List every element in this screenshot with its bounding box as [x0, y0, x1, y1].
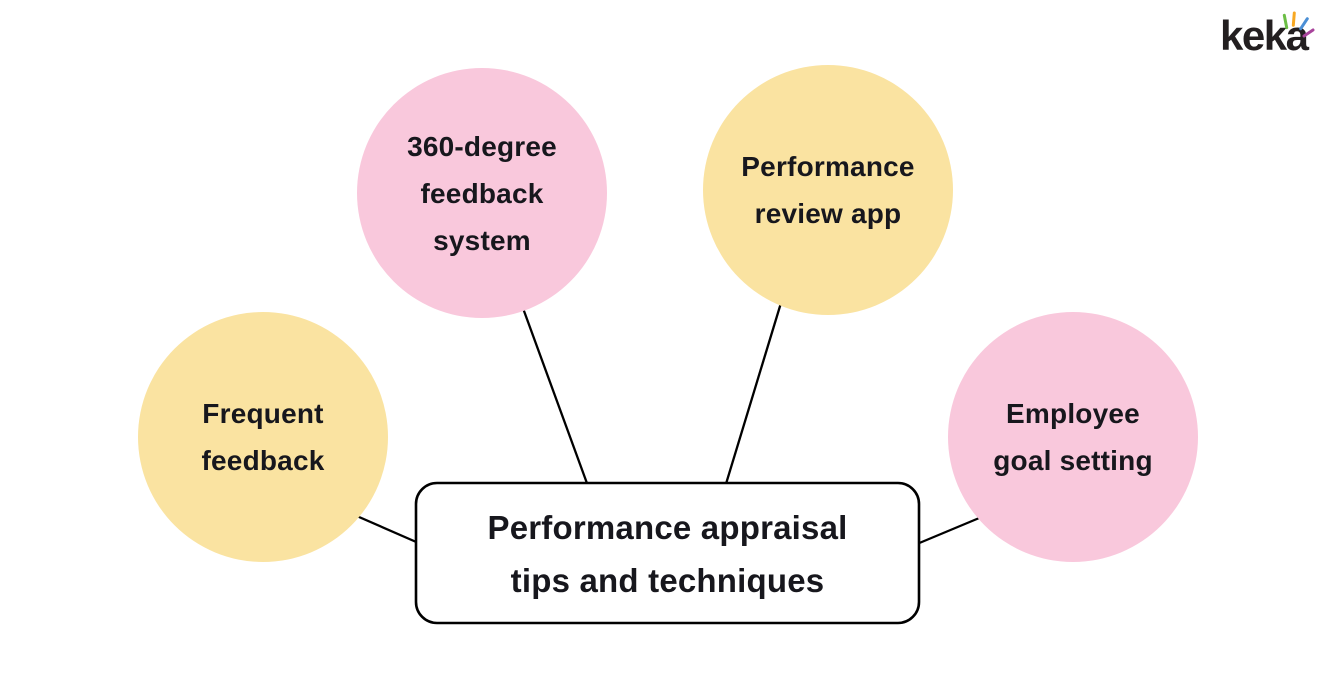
center-text-line: Performance appraisal: [487, 508, 848, 546]
spark-stroke-orange: [1291, 11, 1296, 27]
node-text-line: goal setting: [993, 445, 1153, 476]
keka-spark-icon: [1282, 11, 1315, 38]
node-label-performance-review-app: Performance review app: [703, 65, 953, 315]
center-node-box: [414, 481, 921, 625]
node-text-line: 360-degree: [407, 130, 557, 162]
center-text-line: tips and techniques: [510, 561, 825, 599]
node-label-employee-goal-setting: Employee goal setting: [948, 312, 1198, 562]
node-text-line: feedback: [420, 177, 544, 209]
node-text-line: Frequent: [202, 398, 324, 429]
spark-stroke-purple: [1302, 28, 1315, 38]
spark-stroke-green: [1282, 13, 1289, 30]
connector-line-review-app: [720, 292, 786, 498]
node-circle-performance-review-app: [703, 65, 953, 315]
keka-logo: keka: [1200, 0, 1335, 70]
connector-line-360-degree: [518, 299, 594, 498]
node-circle-frequent-feedback: [138, 312, 388, 562]
spark-stroke-blue: [1299, 17, 1309, 31]
node-label-frequent-feedback: Frequent feedback: [138, 312, 388, 562]
node-circle-360-degree-feedback-system: [357, 68, 607, 318]
node-text-line: Performance: [741, 151, 915, 182]
node-text-line: Employee: [1006, 398, 1140, 429]
node-label-360-degree-feedback-system: 360-degree feedback system: [357, 68, 607, 318]
node-text-line: system: [433, 224, 531, 256]
center-node-label: Performance appraisal tips and technique…: [415, 483, 920, 624]
node-text-line: feedback: [201, 445, 325, 476]
node-text-line: review app: [754, 198, 902, 229]
node-circle-employee-goal-setting: [948, 312, 1198, 562]
